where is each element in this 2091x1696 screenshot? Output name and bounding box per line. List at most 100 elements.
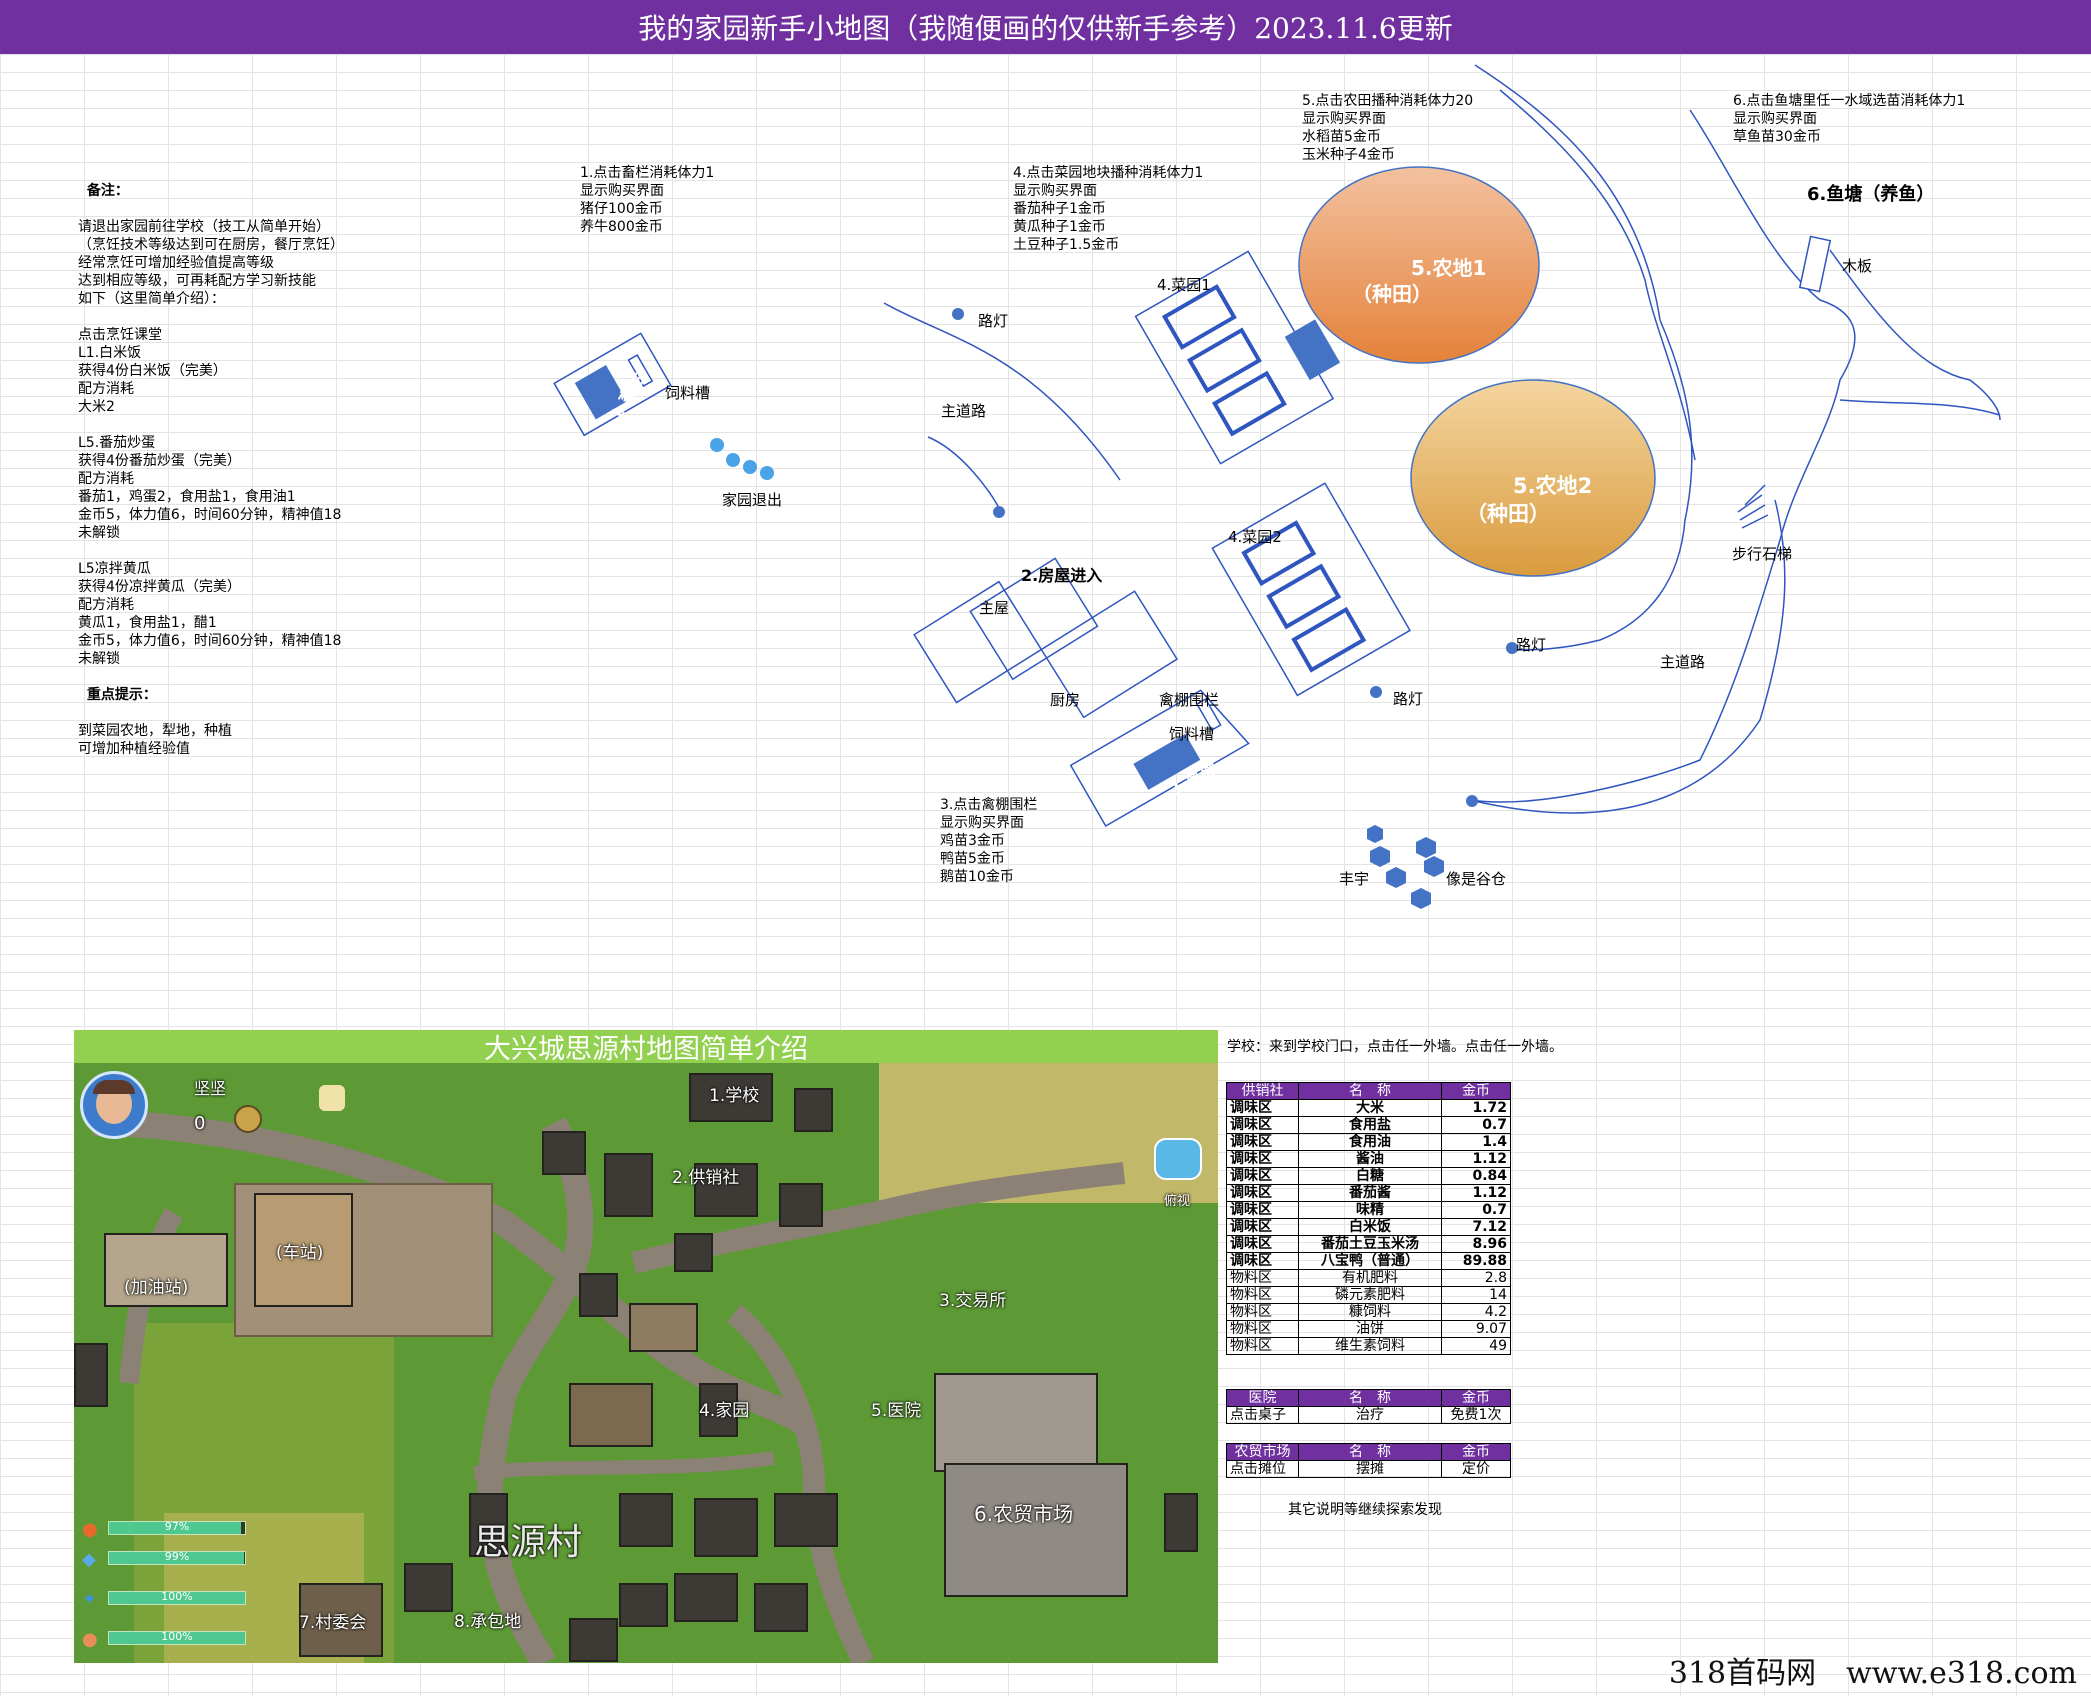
stat-label: 99% — [164, 1550, 190, 1563]
farmland-note: 5.点击农田播种消耗体力20 显示购买界面 水稻苗5金币 玉米种子4金币 — [1302, 93, 1474, 163]
poultry-note: 3.点击禽棚围栏 显示购买界面 鸡苗3金币 鸭苗5金币 鹅苗10金币 — [940, 797, 1038, 885]
table-cell: 有机肥料 — [1298, 1269, 1442, 1287]
farmland1-label: 5.农地1 — [1411, 256, 1487, 280]
poultry-shed — [1069, 689, 1250, 828]
fist-icon[interactable] — [319, 1085, 345, 1111]
food-icon: ● — [82, 1519, 98, 1540]
lamp-icon — [993, 506, 1005, 518]
table-header: 供销社 — [1226, 1082, 1299, 1100]
station-building — [254, 1193, 353, 1307]
table-header: 金币 — [1441, 1389, 1511, 1407]
gas-station-place[interactable]: (加油站) — [124, 1278, 189, 1298]
coin-count: 0 — [194, 1113, 206, 1134]
building — [579, 1273, 618, 1317]
station-place[interactable]: (车站) — [276, 1243, 324, 1263]
lamp-icon — [1506, 642, 1518, 654]
table-cell: 调味区 — [1226, 1201, 1299, 1219]
table-cell: 0.84 — [1441, 1167, 1511, 1185]
exit-label[interactable]: 家园退出 — [722, 491, 783, 509]
energy-icon: ✦ — [82, 1589, 98, 1610]
table-row[interactable]: 点击桌子 治疗 免费1次 — [1226, 1406, 1511, 1424]
table-cell: 0.7 — [1441, 1116, 1511, 1134]
table-header-row: 医院 名 称 金币 — [1226, 1389, 1511, 1407]
game-map[interactable]: 1.学校 2.供销社 (车站) (加油站) 3.交易所 4.家园 5.医院 6.… — [74, 1063, 1218, 1663]
committee-place[interactable]: 7.村委会 — [299, 1613, 367, 1633]
farmland-1 — [1298, 166, 1540, 364]
table-cell: 八宝鸭（普通） — [1298, 1252, 1442, 1270]
table-row[interactable]: 调味区八宝鸭（普通）89.88 — [1226, 1252, 1511, 1270]
table-cell: 14 — [1441, 1286, 1511, 1304]
key-tips-title: 重点提示： — [86, 687, 157, 703]
building — [794, 1088, 833, 1132]
table-cell: 物料区 — [1226, 1337, 1299, 1355]
coin-icon — [234, 1105, 262, 1133]
river-line — [1499, 89, 1696, 461]
table-cell: 7.12 — [1441, 1218, 1511, 1236]
fengyu-label: 丰宇 — [1339, 870, 1370, 888]
page-title: 我的家园新手小地图（我随便画的仅供新手参考）2023.11.6更新 — [0, 0, 2091, 54]
table-header: 金币 — [1441, 1082, 1511, 1100]
table-cell: 白米饭 — [1298, 1218, 1442, 1236]
camera-icon[interactable] — [1154, 1138, 1202, 1180]
table-row[interactable]: 点击摊位 摆摊 定价 — [1226, 1460, 1511, 1478]
table-header: 名 称 — [1298, 1389, 1442, 1407]
table-cell: 摆摊 — [1298, 1460, 1442, 1478]
table-cell: 物料区 — [1226, 1320, 1299, 1338]
granary-label: 像是谷仓 — [1446, 870, 1507, 888]
contract-place[interactable]: 8.承包地 — [454, 1612, 522, 1632]
building — [754, 1583, 808, 1632]
road-line-4 — [1469, 499, 1786, 814]
table-cell: 调味区 — [1226, 1116, 1299, 1134]
livestock-pen — [553, 332, 672, 437]
stat-label: 100% — [161, 1630, 193, 1643]
table-cell: 0.7 — [1441, 1201, 1511, 1219]
main-house-label: 主屋 — [979, 599, 1010, 617]
stat-label: 97% — [164, 1520, 190, 1533]
stat-bar-water — [109, 1552, 244, 1564]
house-enter-label[interactable]: 2.房屋进入 — [1021, 566, 1103, 585]
gas-station-building — [104, 1233, 228, 1307]
table-cell: 调味区 — [1226, 1150, 1299, 1168]
home-place[interactable]: 4.家园 — [699, 1401, 750, 1421]
stone-steps-icon — [1737, 484, 1769, 529]
table-cell: 味精 — [1298, 1201, 1442, 1219]
market-hall — [944, 1463, 1128, 1597]
lamp-label-3: 路灯 — [1393, 690, 1424, 708]
table-cell: 食用盐 — [1298, 1116, 1442, 1134]
coop-place[interactable]: 2.供销社 — [672, 1168, 740, 1188]
building — [699, 1383, 738, 1437]
hospital-place[interactable]: 5.医院 — [871, 1401, 922, 1421]
avatar[interactable] — [80, 1071, 148, 1139]
home-yard — [569, 1383, 653, 1447]
farmland2-sub-label: （种田） — [1466, 502, 1550, 526]
table-cell: 1.72 — [1441, 1099, 1511, 1117]
farmland-2 — [1410, 379, 1656, 577]
other-note: 其它说明等继续探索发现 — [1288, 1502, 1442, 1518]
market-place[interactable]: 6.农贸市场 — [974, 1502, 1074, 1526]
garden-1 — [1134, 250, 1335, 465]
home-building — [629, 1303, 698, 1352]
farmland2-label: 5.农地2 — [1513, 474, 1593, 498]
table-cell: 番茄酱 — [1298, 1184, 1442, 1202]
view-button-label[interactable]: 俯视 — [1164, 1194, 1191, 1209]
school-place[interactable]: 1.学校 — [709, 1086, 760, 1106]
trade-place[interactable]: 3.交易所 — [939, 1291, 1007, 1311]
building — [469, 1493, 508, 1557]
table-cell: 白糖 — [1298, 1167, 1442, 1185]
lamp-label: 路灯 — [978, 312, 1009, 330]
